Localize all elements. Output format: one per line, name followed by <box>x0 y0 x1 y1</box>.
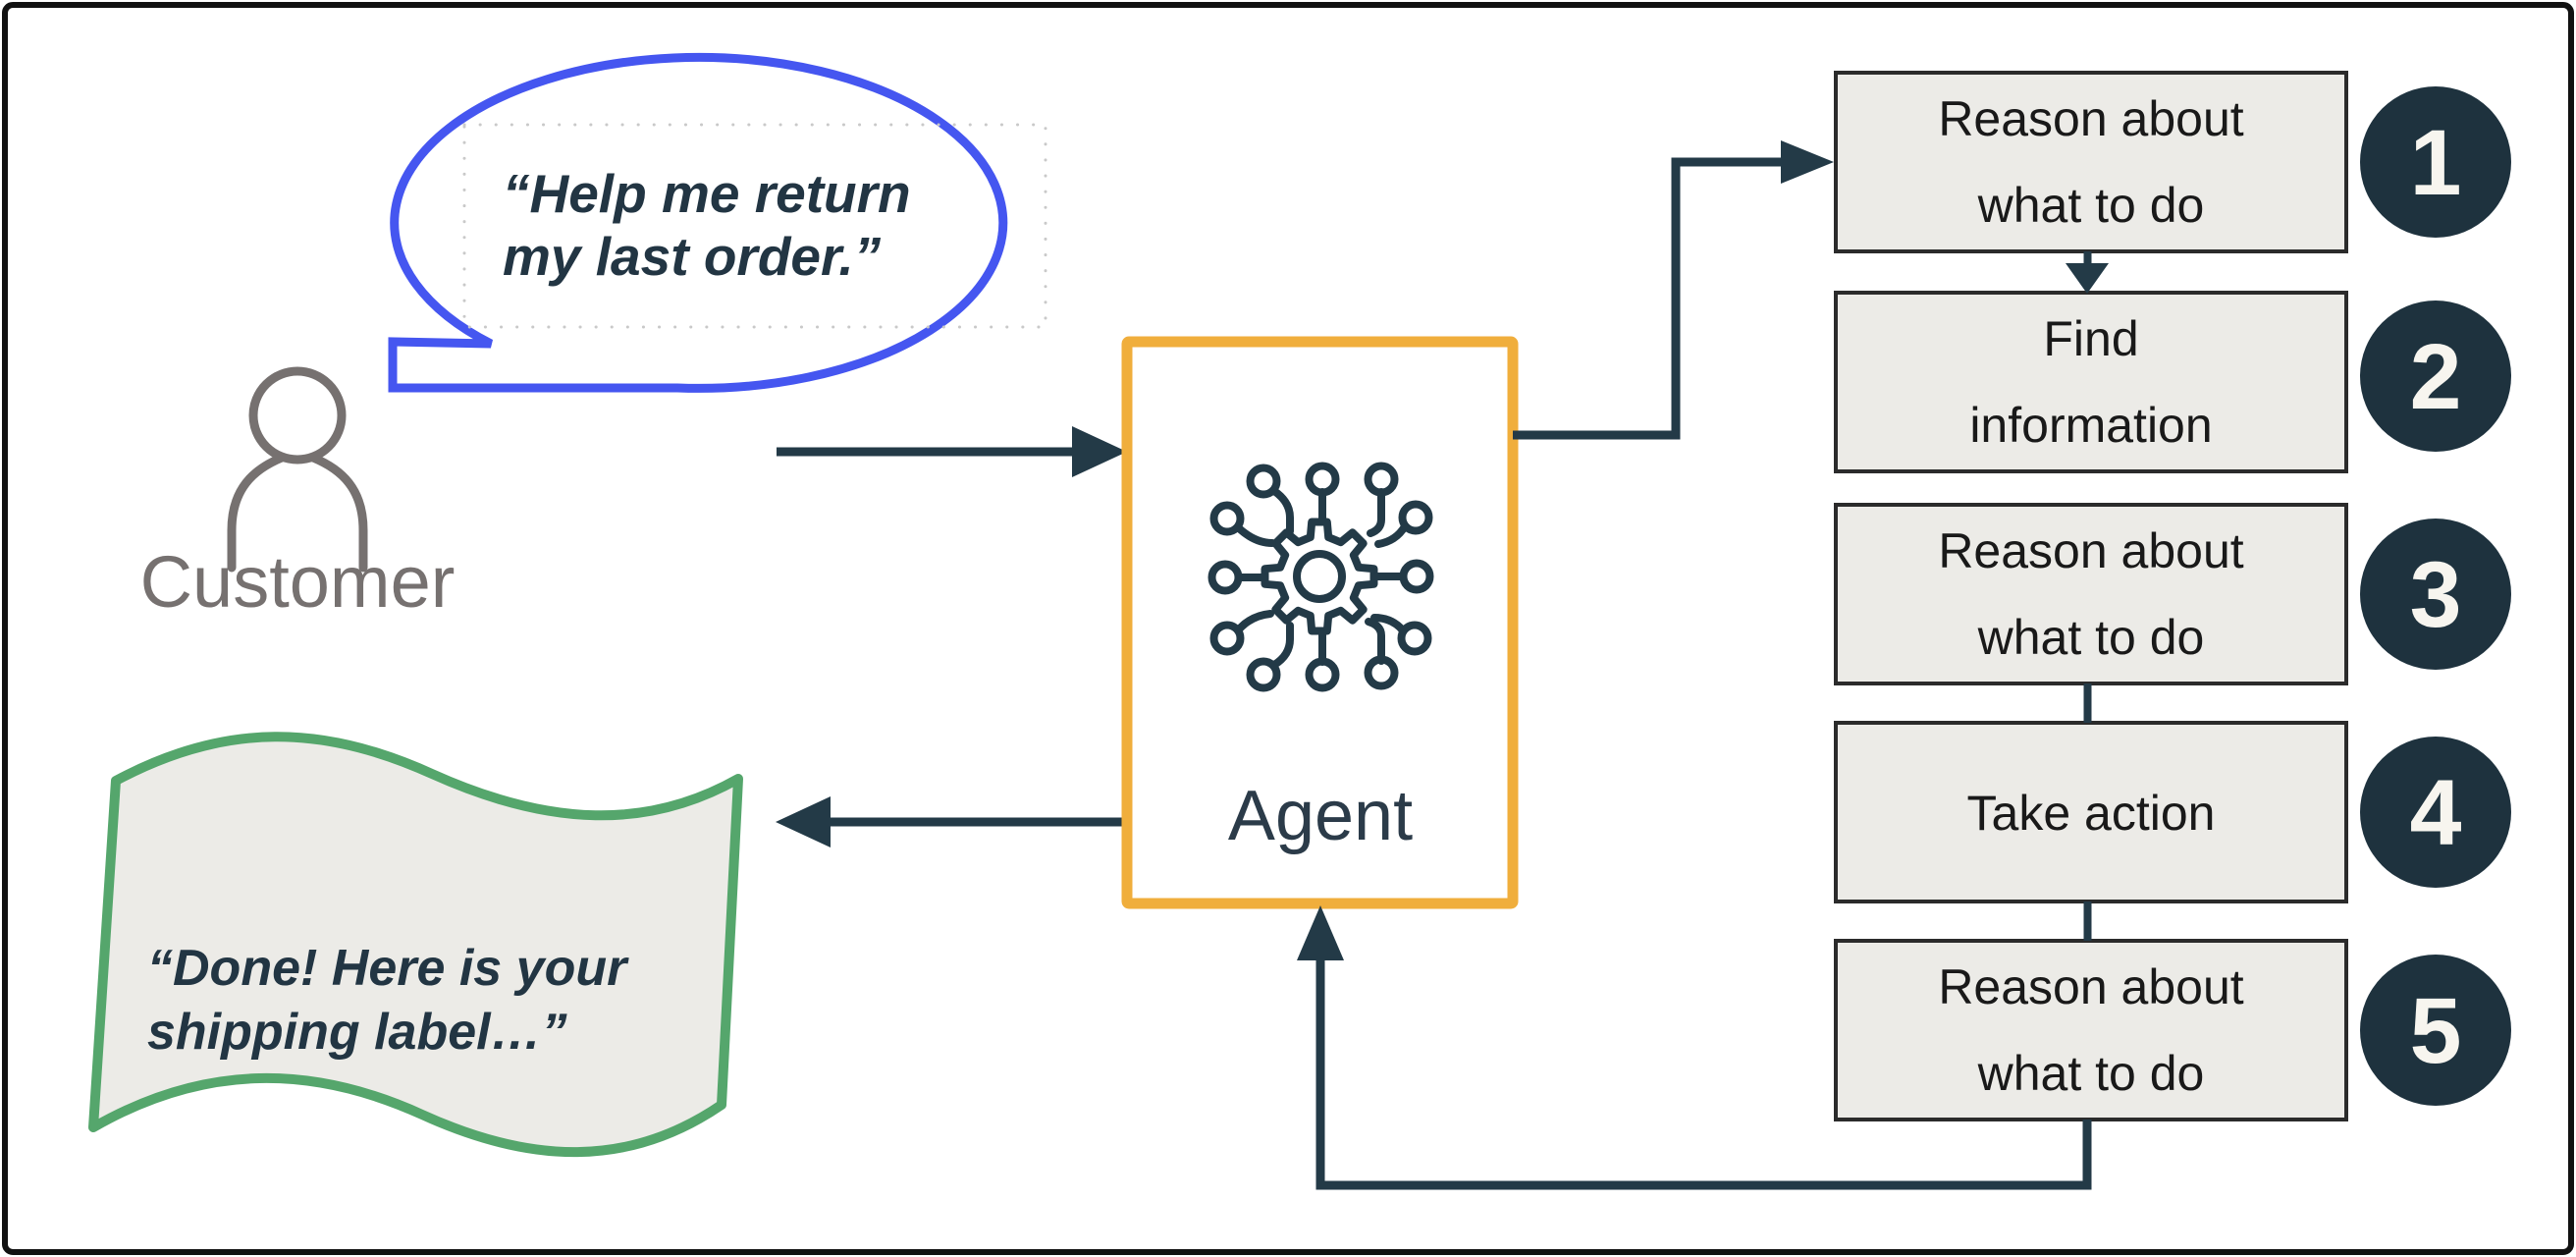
step5-number: 5 <box>2410 979 2462 1083</box>
step2-box <box>1834 291 2348 473</box>
step4-badge <box>2360 737 2511 888</box>
step1-badge <box>2360 86 2511 238</box>
step3-badge <box>2360 519 2511 670</box>
step3-label-line1: Reason about <box>1938 523 2243 578</box>
step3-number: 3 <box>2410 543 2462 647</box>
step4-number: 4 <box>2410 761 2462 865</box>
step2-number: 2 <box>2410 325 2462 429</box>
step1-label-line1: Reason about <box>1938 91 2243 146</box>
step5-badge <box>2360 955 2511 1106</box>
agent-reply-line1: “Done! Here is your <box>147 940 629 997</box>
connector-step1-step2 <box>2083 251 2092 265</box>
step5-box <box>1834 939 2348 1121</box>
step5-label-line2: what to do <box>1977 1046 2205 1101</box>
step2-badge <box>2360 301 2511 452</box>
agent-box <box>1121 336 1519 909</box>
circuit-gear-icon <box>1208 462 1434 692</box>
connector-step4-step5 <box>2083 902 2092 941</box>
agent-label: Agent <box>1228 777 1413 855</box>
shipping-label-flag <box>88 732 743 1158</box>
step2-label-line1: Find <box>2043 311 2138 366</box>
customer-quote-line2: my last order.” <box>503 226 882 287</box>
arrow-agent-to-step1 <box>1513 140 1834 440</box>
step1-label-line2: what to do <box>1977 178 2205 233</box>
arrow-customer-to-agent <box>777 426 1127 477</box>
speech-bubble <box>388 52 1008 393</box>
customer-quote-line1: “Help me return <box>503 163 911 224</box>
agent-reply-line2: shipping label…” <box>147 1004 567 1061</box>
gear-hub <box>1293 550 1346 603</box>
quote-dotted-box <box>462 123 1047 329</box>
connector-step3-step4 <box>2083 683 2092 723</box>
step-boxes: Reason about what to do Find information… <box>1834 71 2348 1121</box>
connector-step1-step2-arrowhead <box>2066 263 2109 294</box>
step4-label-line1: Take action <box>1967 786 2216 841</box>
step3-label-line2: what to do <box>1977 610 2205 665</box>
step5-label-line1: Reason about <box>1938 959 2243 1014</box>
step1-number: 1 <box>2410 111 2462 215</box>
arrow-agent-to-customer <box>776 796 1125 847</box>
arrow-step5-to-agent <box>1297 905 2092 1190</box>
customer-icon <box>227 366 368 573</box>
step-connectors <box>2066 251 2109 941</box>
gear-outline <box>1261 518 1378 635</box>
step1-box <box>1834 71 2348 253</box>
step-number-badges: 1 2 3 4 5 <box>2360 86 2511 1106</box>
step2-label-line2: information <box>1969 398 2212 453</box>
customer-label: Customer <box>140 541 456 623</box>
